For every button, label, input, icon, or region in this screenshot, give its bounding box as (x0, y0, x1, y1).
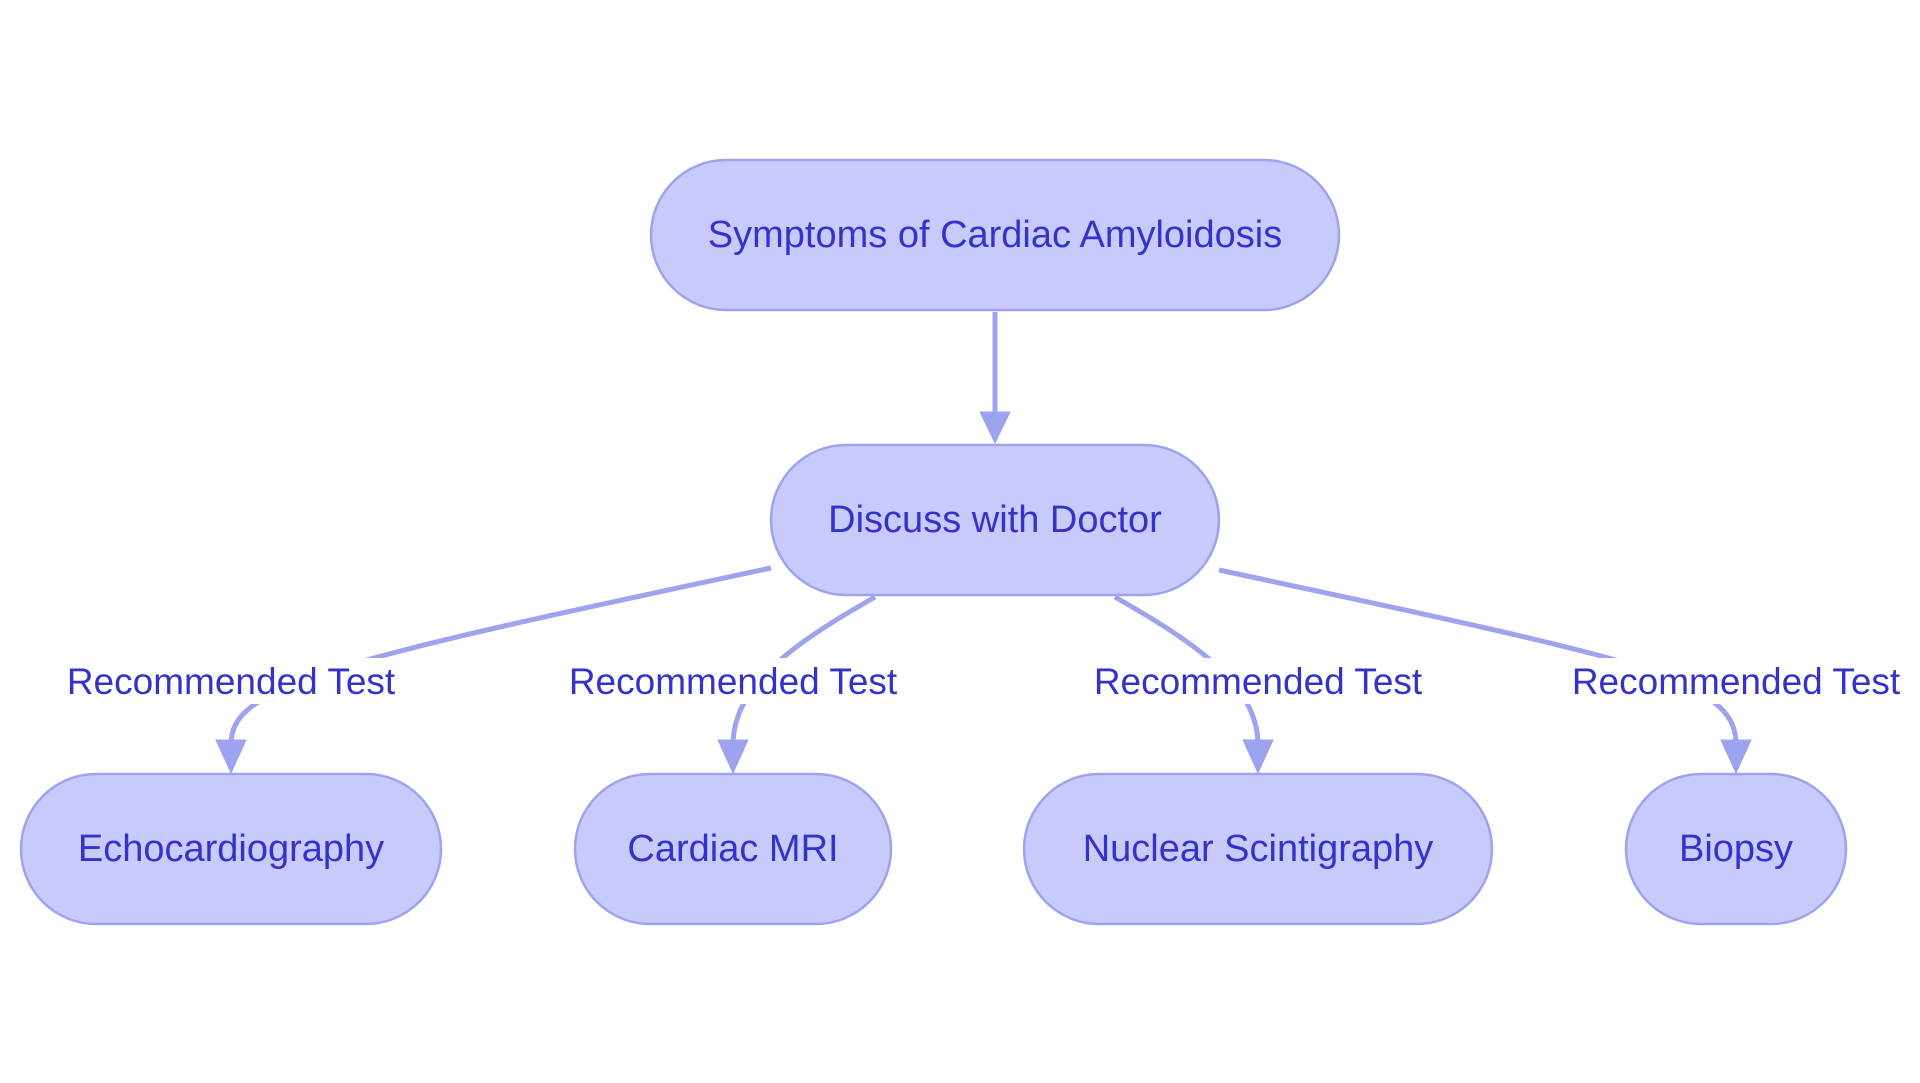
node-biopsy: Biopsy (1624, 772, 1848, 926)
node-shape-symptoms (649, 158, 1341, 312)
edge-label-nuclear: Recommended Test (1083, 658, 1433, 704)
nodes: Symptoms of Cardiac Amyloidosis Discuss … (19, 158, 1848, 926)
node-shape-doctor (769, 443, 1221, 597)
edge-label-echo: Recommended Test (56, 658, 406, 704)
edge-label-mri: Recommended Test (558, 658, 908, 704)
edge-line-doctor-biopsy (1218, 567, 1739, 746)
node-label-echo: Echocardiography (78, 828, 384, 870)
edge-line-doctor-echo (228, 565, 772, 746)
arrow-head-mri (717, 739, 749, 775)
arrow-head-biopsy (1720, 739, 1752, 775)
arrow-head-echo (215, 739, 247, 775)
node-shape-biopsy (1624, 772, 1848, 926)
node-label-biopsy: Biopsy (1679, 828, 1793, 870)
node-label-symptoms: Symptoms of Cardiac Amyloidosis (708, 214, 1282, 256)
edges (215, 312, 1752, 775)
node-echocardiography: Echocardiography (19, 772, 443, 926)
node-discuss-with-doctor: Discuss with Doctor (769, 443, 1221, 597)
node-shape-echo (19, 772, 443, 926)
edge-symptoms-to-doctor (979, 312, 1011, 445)
arrow-head-nuclear (1242, 739, 1274, 775)
edge-label-biopsy: Recommended Test (1561, 658, 1911, 704)
edge-label-text-nuclear: Recommended Test (1094, 661, 1423, 702)
node-shape-mri (573, 772, 893, 926)
edge-label-text-mri: Recommended Test (569, 661, 898, 702)
node-shape-nuclear (1022, 772, 1494, 926)
node-label-nuclear: Nuclear Scintigraphy (1083, 828, 1434, 870)
edge-labels: Recommended Test Recommended Test Recomm… (56, 658, 1911, 704)
edge-doctor-to-biopsy (1218, 567, 1752, 775)
node-cardiac-mri: Cardiac MRI (573, 772, 893, 926)
arrow-head-doctor (979, 411, 1011, 445)
edge-label-text-echo: Recommended Test (67, 661, 396, 702)
node-symptoms: Symptoms of Cardiac Amyloidosis (649, 158, 1341, 312)
node-label-doctor: Discuss with Doctor (828, 499, 1162, 541)
node-nuclear-scintigraphy: Nuclear Scintigraphy (1022, 772, 1494, 926)
edge-label-text-biopsy: Recommended Test (1572, 661, 1901, 702)
node-label-mri: Cardiac MRI (627, 828, 838, 870)
edge-doctor-to-echocardiography (215, 565, 772, 775)
